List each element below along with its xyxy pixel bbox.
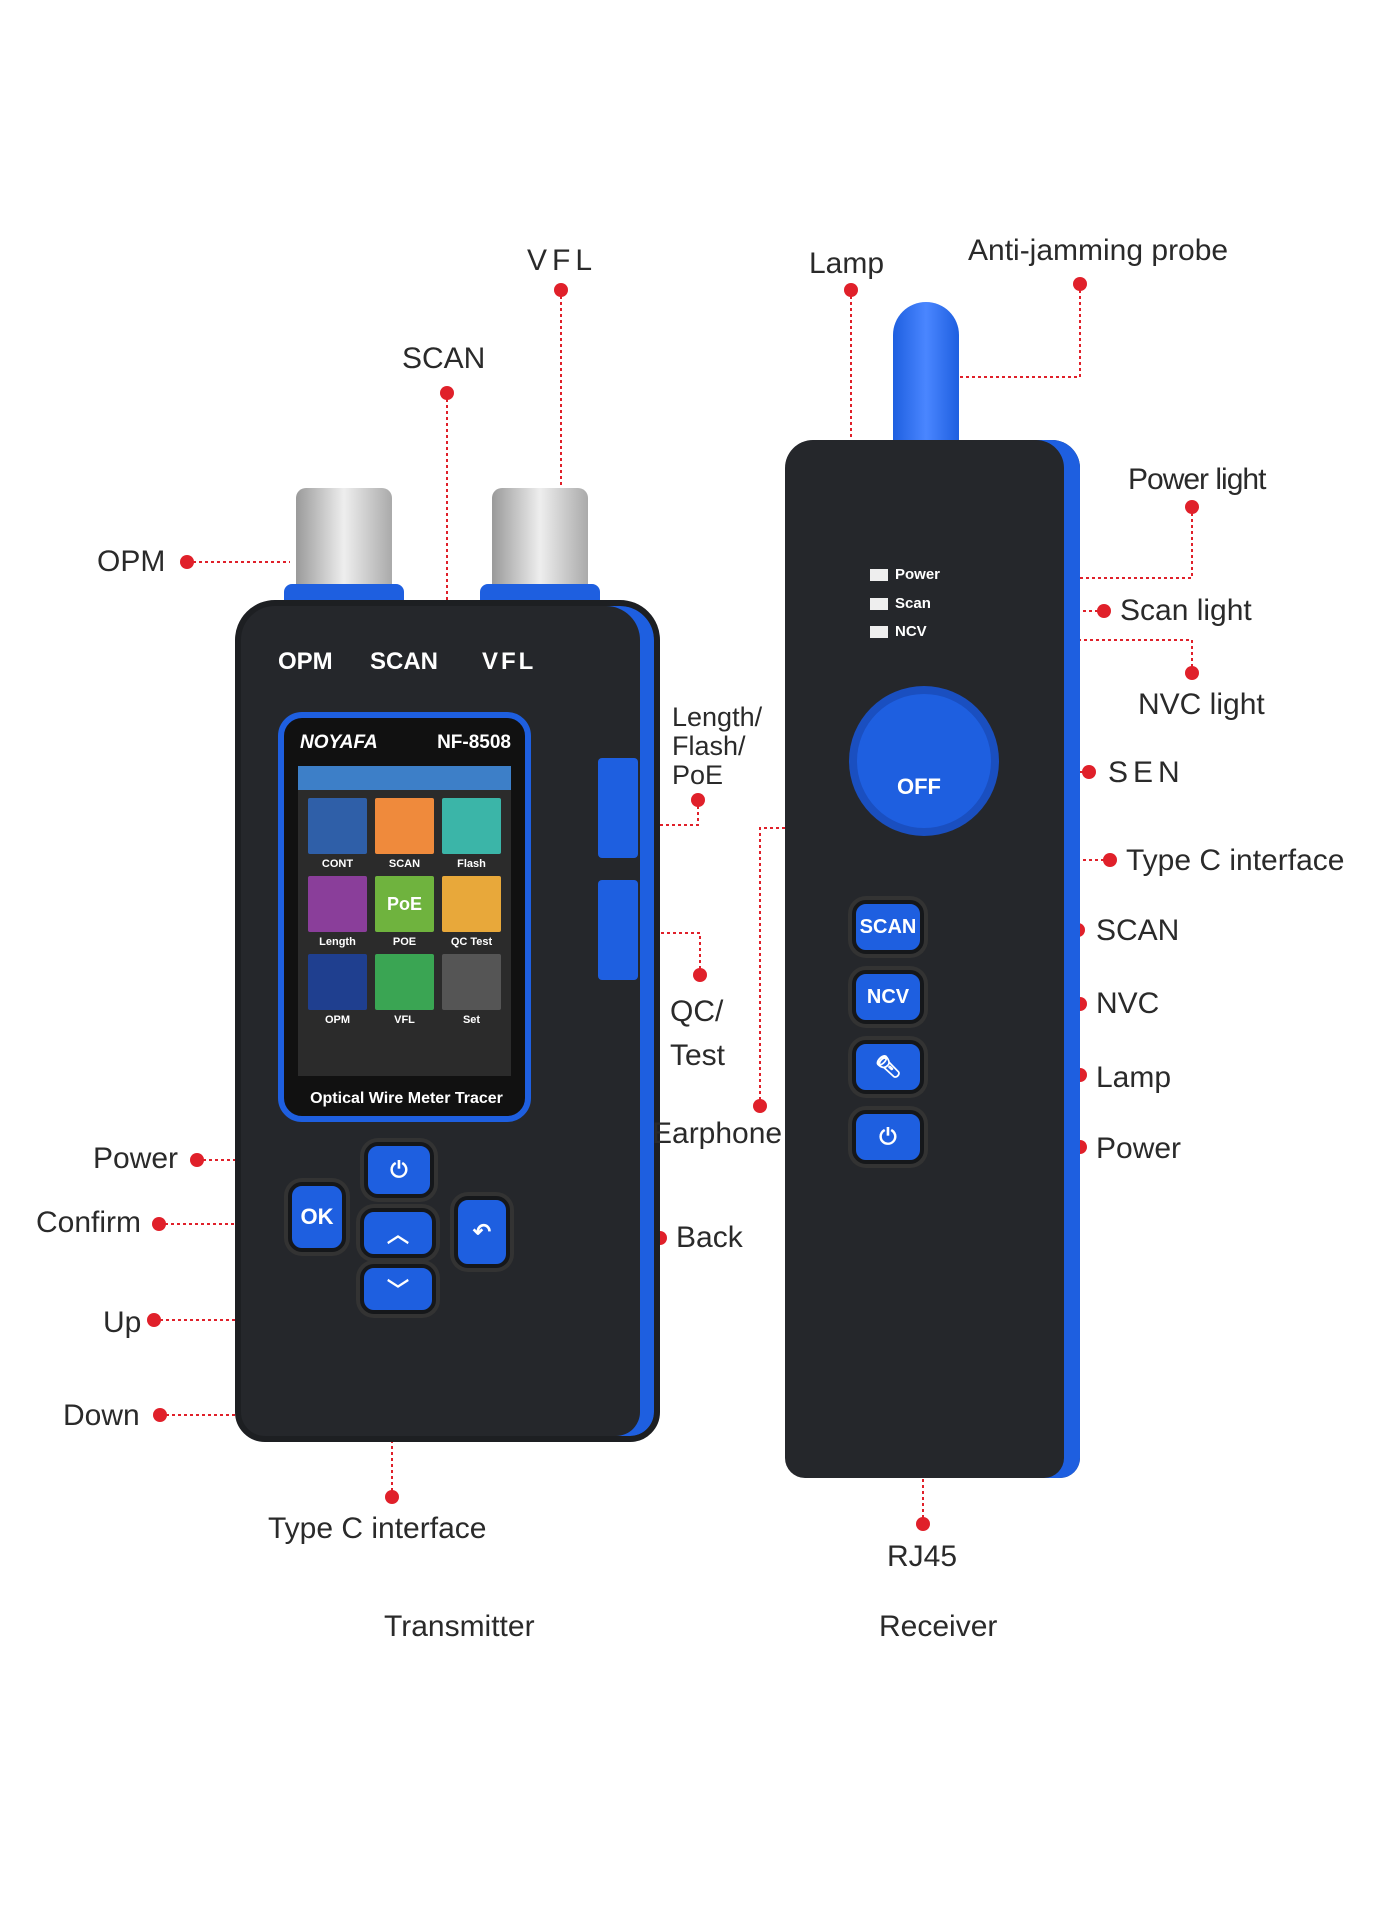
receiver-body	[785, 440, 1080, 1478]
led-label-scan: Scan	[895, 595, 931, 612]
app-tile-flash[interactable]: Flash	[442, 798, 501, 870]
callout-line: QC/	[670, 995, 724, 1028]
callout-power-light: Power light	[1128, 463, 1266, 496]
led-label-ncv: NCV	[895, 623, 927, 640]
power-button[interactable]: ⏻	[364, 1142, 434, 1198]
app-tile-set[interactable]: Set	[442, 954, 501, 1026]
power-led	[870, 569, 888, 581]
chevron-up-icon: ︿	[386, 1222, 409, 1247]
model-number: NF-8508	[437, 732, 511, 753]
app-tile-label: Flash	[457, 858, 486, 870]
magnifier-icon	[375, 798, 434, 854]
app-tile-vfl[interactable]: VFL	[375, 954, 434, 1026]
receiver-power-button[interactable]: ⏻	[852, 1110, 924, 1164]
callout-probe: Anti-jamming probe	[968, 234, 1229, 267]
app-tile-label: POE	[392, 936, 417, 948]
gear-icon	[442, 954, 501, 1010]
callout-length-flash-poe: Length/ Flash/ PoE	[672, 703, 762, 790]
callout-power-button: Power	[1096, 1132, 1182, 1165]
callout-up: Up	[103, 1306, 142, 1339]
opm-connector	[284, 488, 404, 612]
callout-confirm: Confirm	[36, 1206, 142, 1239]
power-icon: ⏻	[879, 1124, 897, 1149]
callout-qc-test: QC/ Test	[670, 990, 725, 1078]
up-button[interactable]: ︿	[360, 1208, 436, 1258]
flashlight-icon: 🔦︎	[874, 1054, 902, 1079]
app-tile-label: Set	[462, 1014, 481, 1026]
ncv-led	[870, 626, 888, 638]
knob-label: OFF	[897, 774, 941, 799]
lamp-button[interactable]: 🔦︎	[852, 1040, 924, 1094]
app-tile-label: OPM	[324, 1014, 351, 1026]
app-tile-label: Length	[319, 936, 356, 948]
anti-jamming-probe	[893, 302, 959, 452]
callout-opm: OPM	[97, 545, 166, 578]
rj45-port-icon	[442, 798, 501, 854]
chevron-down-icon: ﹀	[386, 1278, 409, 1303]
vfl-icon	[375, 954, 434, 1010]
brand-logo: NOYAFA	[300, 732, 378, 753]
back-button[interactable]: ↶	[454, 1196, 510, 1268]
app-tile-scan[interactable]: SCAN	[375, 798, 434, 870]
ncv-button[interactable]: NCV	[852, 970, 924, 1024]
app-tile-length[interactable]: Length	[308, 876, 367, 948]
power-icon: ⏻	[390, 1157, 408, 1182]
vfl-connector	[480, 488, 600, 612]
down-button[interactable]: ﹀	[360, 1264, 436, 1314]
caption-receiver: Receiver	[879, 1610, 998, 1643]
rj45-port-qc	[598, 880, 638, 980]
callout-line: PoE	[672, 760, 724, 790]
callout-typec-receiver: Type C interface	[1126, 844, 1345, 877]
rj45-port-icon	[442, 876, 501, 932]
callout-scan-light: Scan light	[1120, 594, 1252, 627]
caption-transmitter: Transmitter	[384, 1610, 535, 1643]
app-tile-label: VFL	[394, 1014, 415, 1026]
callout-scan-button: SCAN	[1096, 914, 1180, 947]
callout-sen: SEN	[1108, 756, 1185, 789]
app-tile-poe[interactable]: PoE POE	[375, 876, 434, 948]
led-label-power: Power	[895, 566, 941, 583]
scan-led	[870, 598, 888, 610]
app-tile-qc-test[interactable]: QC Test	[442, 876, 501, 948]
scan-button[interactable]: SCAN	[852, 900, 924, 954]
callout-power: Power	[93, 1142, 179, 1175]
app-tile-label: QC Test	[450, 936, 493, 948]
callout-line: Flash/	[672, 731, 746, 761]
callout-earphone: Earphone	[652, 1117, 783, 1150]
back-arrow-icon: ↶	[472, 1219, 492, 1244]
callout-rj45: RJ45	[887, 1540, 958, 1573]
screen-subtitle: Optical Wire Meter Tracer	[310, 1090, 503, 1107]
port-label-vfl: VFL	[482, 648, 537, 675]
poe-icon: PoE	[375, 876, 434, 932]
callout-scan: SCAN	[402, 342, 486, 375]
callout-vfl: VFL	[527, 244, 598, 277]
callout-typec-transmitter: Type C interface	[268, 1512, 487, 1545]
callout-down: Down	[63, 1399, 140, 1432]
callout-lamp-top: Lamp	[809, 247, 885, 280]
ruler-icon	[308, 876, 367, 932]
callout-lamp-button: Lamp	[1096, 1061, 1172, 1094]
app-tile-label: CONT	[321, 858, 354, 870]
app-tile-label: SCAN	[388, 858, 421, 870]
status-bar	[298, 766, 511, 790]
port-label-opm: OPM	[278, 648, 333, 675]
callout-nvc-light: NVC light	[1138, 688, 1265, 721]
app-tile-cont[interactable]: CONT	[308, 798, 367, 870]
callout-back: Back	[676, 1221, 743, 1254]
sensitivity-knob[interactable]: OFF	[857, 694, 991, 828]
callout-line: Test	[670, 1039, 726, 1072]
rj45-port-icon	[308, 798, 367, 854]
callout-line: Length/	[672, 702, 763, 732]
app-tile-opm[interactable]: OPM	[308, 954, 367, 1026]
port-label-scan: SCAN	[370, 648, 439, 675]
rj45-port-length	[598, 758, 638, 858]
ok-button[interactable]: OK	[288, 1182, 346, 1252]
power-meter-icon	[308, 954, 367, 1010]
callout-nvc-button: NVC	[1096, 987, 1160, 1020]
